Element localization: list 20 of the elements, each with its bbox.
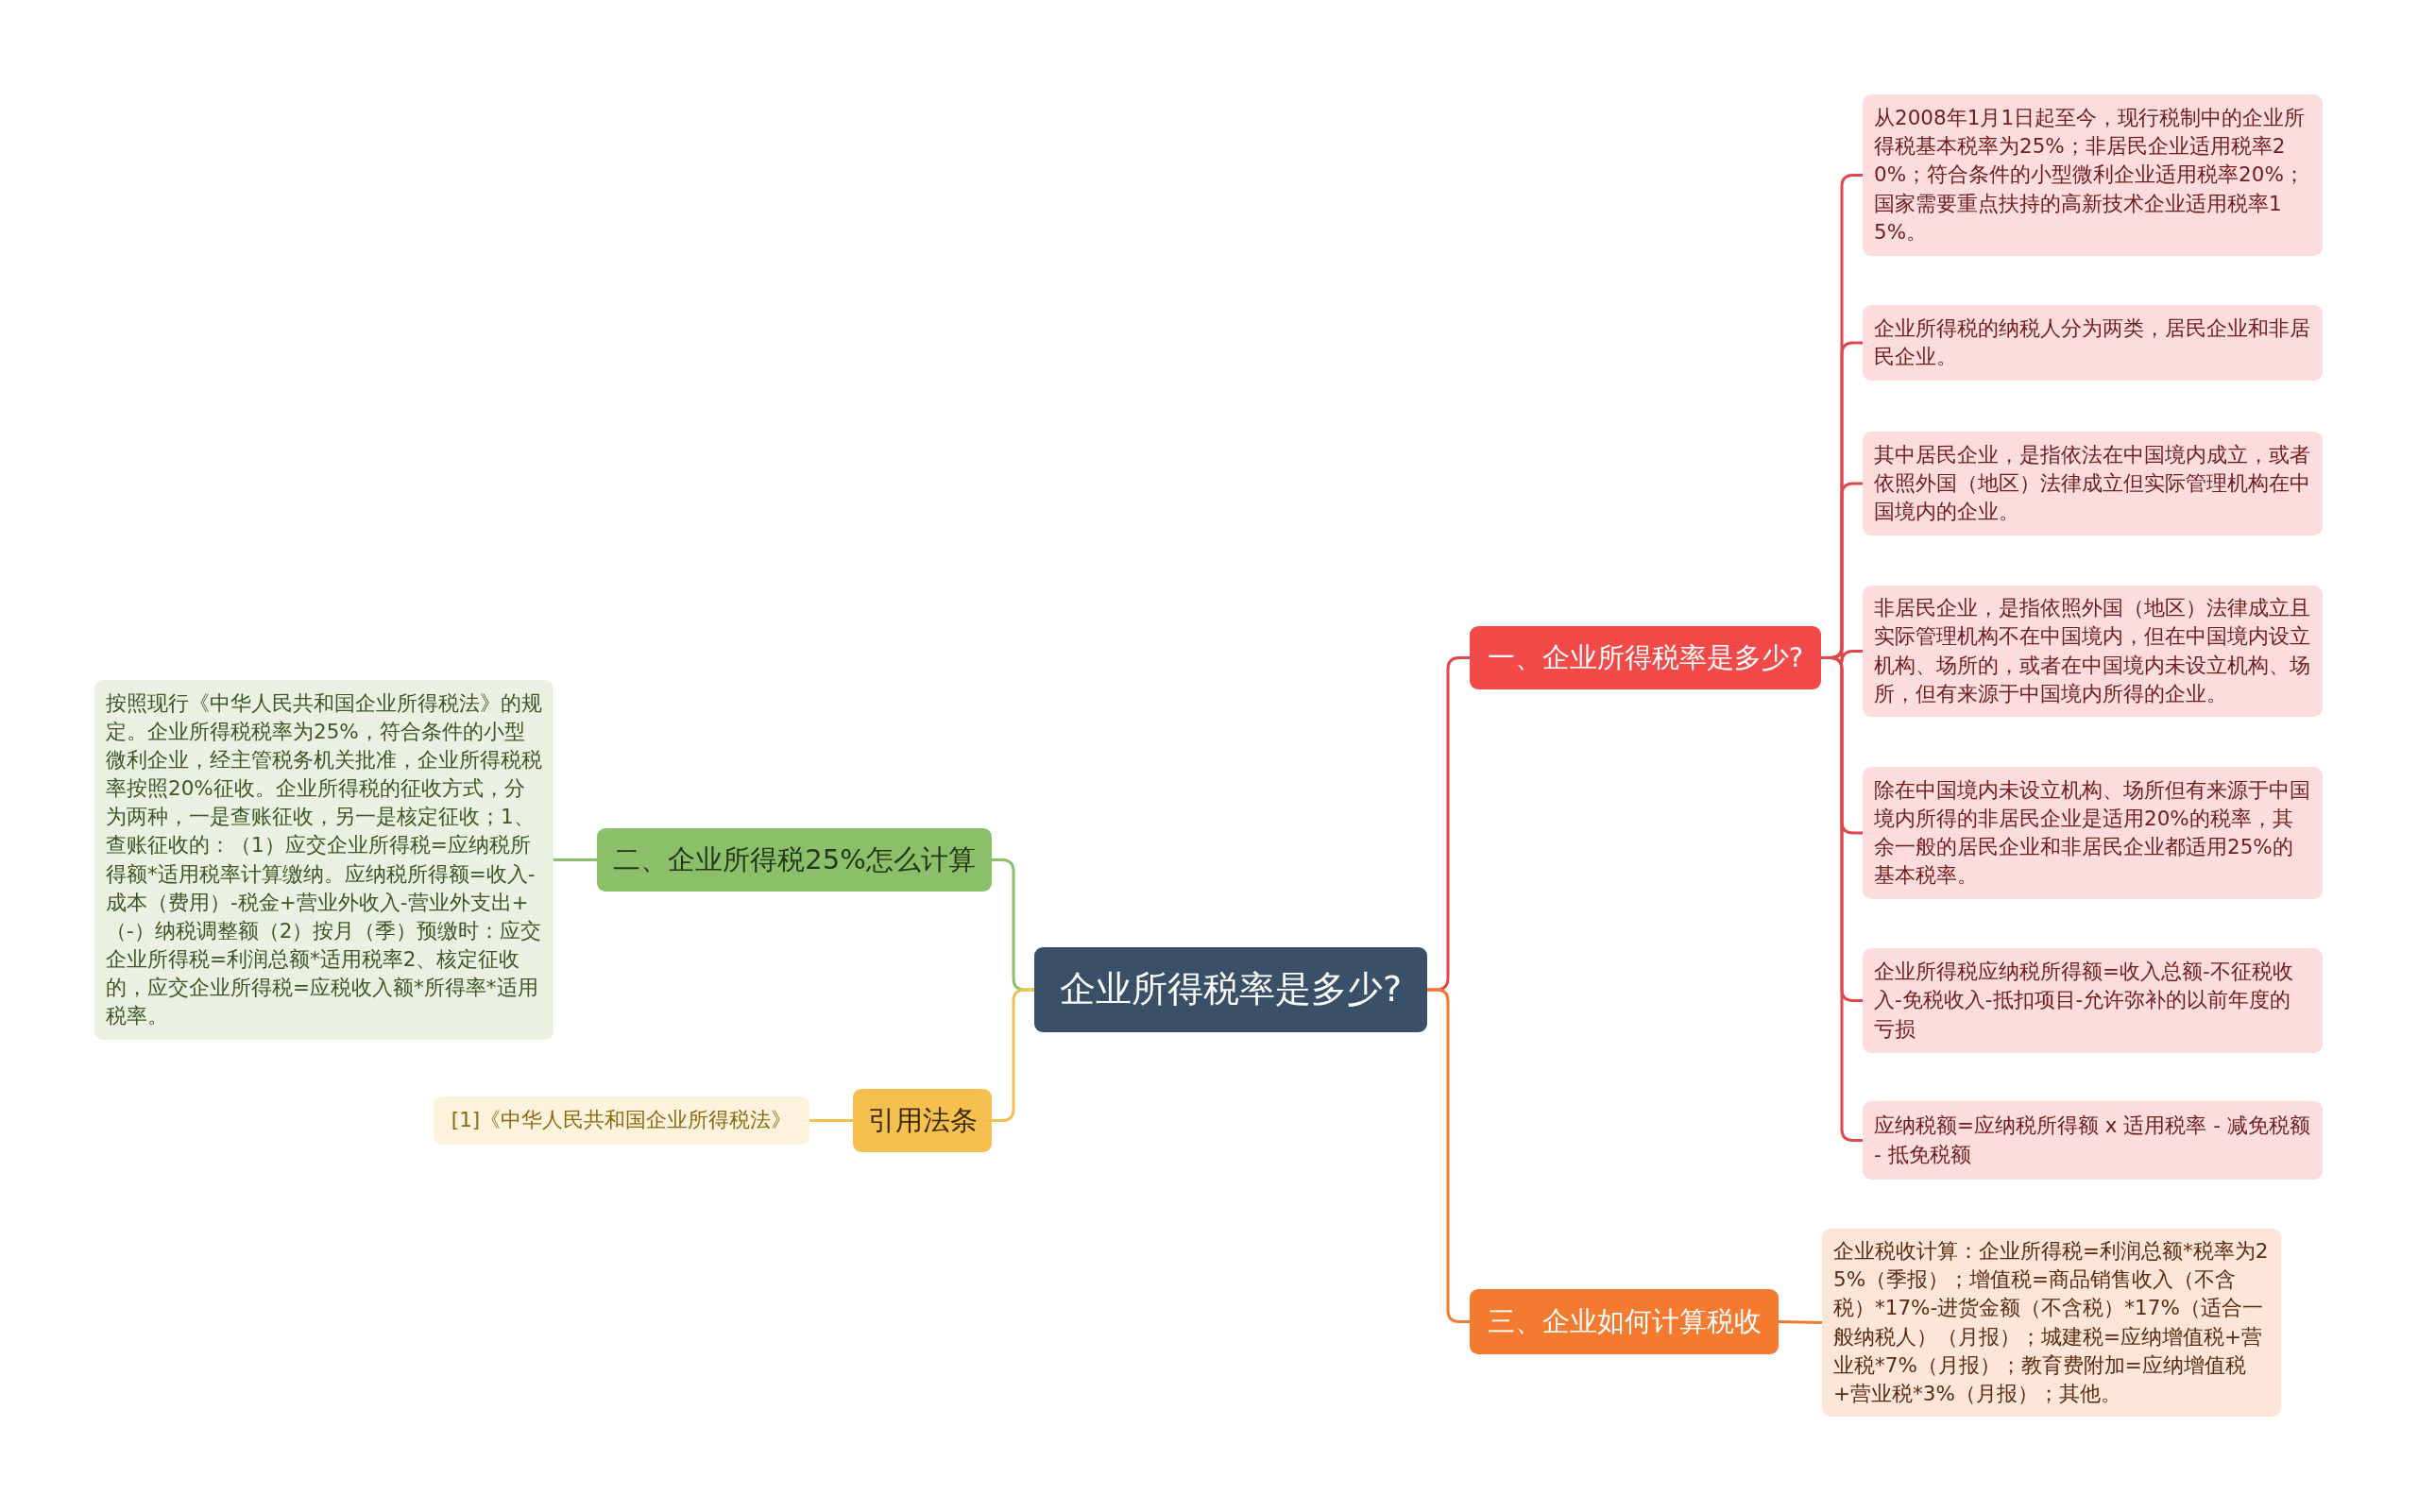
note-box: 企业税收计算：企业所得税=利润总额*税率为25%（季报）；增值税=商品销售收入（不含税）*17%-进货金额（不含税）*17%（适合一般纳税人）（月报）；城建税=应纳增值税+营业税*7%（月报）；教育费附加=应纳增值税+营业税*3%（月报）；其他。 [1822,1229,2281,1417]
note-box: 除在中国境内未设立机构、场所但有来源于中国境内所得的非居民企业是适用20%的税率，其余一般的居民企业和非居民企业都适用25%的基本税率。 [1863,767,2323,899]
connector [1778,1320,1823,1324]
connector [553,858,597,861]
note-box: 按照现行《中华人民共和国企业所得税法》的规定。企业所得税税率为25%，符合条件的小型微利企业，经主管税务机关批准，企业所得税税率按照20%征收。企业所得税的征收方式，分为两种，一是查账征收，另一是核定征收；1、查账征收的：（1）应交企业所得税=应纳税所得额*适用税率计算缴纳。应纳税所得额=收入-成本（费用）-税金+营业外收入-营业外支出+（-）纳税调整额（2）按月（季）预缴时：应交企业所得税=利润总额*适用税率2、核定征收的，应交企业所得税=应税收入额*所得率*适用税率。 [94,680,553,1040]
topic-box: 企业所得税率是多少? [1034,947,1427,1032]
branch-box: 一、企业所得税率是多少? [1470,626,1821,689]
connector [1427,988,1470,1323]
branch-box: 二、企业所得税25%怎么计算 [597,828,992,892]
branch-box: 三、企业如何计算税收 [1470,1289,1779,1354]
note-box: 非居民企业，是指依照外国（地区）法律成立且实际管理机构不在中国境内，但在中国境内设立机构、场所的，或者在中国境内未设立机构、场所，但有来源于中国境内所得的企业。 [1863,586,2323,717]
note-box: 企业所得税应纳税所得额=收入总额-不征税收入-免税收入-抵扣项目-允许弥补的以前年度的亏损 [1863,948,2323,1053]
connector [809,1119,853,1122]
branch-box: 引用法条 [853,1089,992,1152]
note-box: 企业所得税的纳税人分为两类，居民企业和非居民企业。 [1863,305,2323,381]
note-box: 从2008年1月1日起至今，现行税制中的企业所得税基本税率为25%；非居民企业适用税率20%；符合条件的小型微利企业适用税率20%；国家需要重点扶持的高新技术企业适用税率15%。 [1863,94,2323,256]
note-box: 其中居民企业，是指依法在中国境内成立，或者依照外国（地区）法律成立但实际管理机构在中国境内的企业。 [1863,432,2323,535]
note-box: 应纳税额=应纳税所得额 x 适用税率 - 减免税额 - 抵免税额 [1863,1101,2323,1180]
connector [992,988,1034,1122]
reference-box: [1]《中华人民共和国企业所得税法》 [434,1096,809,1145]
